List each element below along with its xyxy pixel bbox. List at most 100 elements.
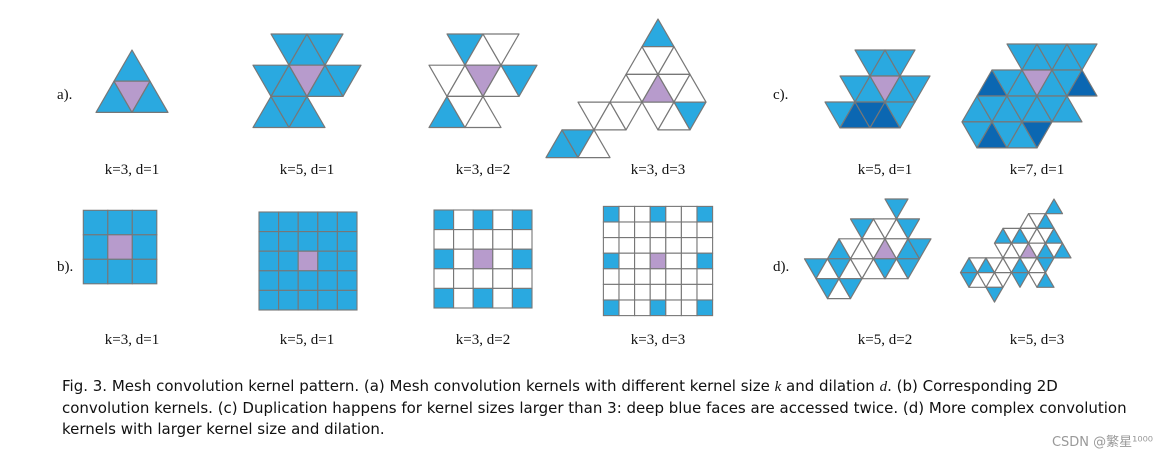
center-cell <box>297 250 319 272</box>
panel-label-b3: k=3, d=2 <box>455 332 511 348</box>
caption-part1: Fig. 3. Mesh convolution kernel pattern.… <box>62 377 775 395</box>
empty-cell <box>618 299 636 317</box>
kernel-face <box>113 49 151 82</box>
empty-cell <box>618 221 636 239</box>
kernel-cell <box>336 231 358 252</box>
kernel-cell <box>649 299 667 317</box>
empty-cell <box>602 268 620 285</box>
kernel-cell <box>433 209 455 231</box>
kernel-cell <box>258 231 280 252</box>
mesh-kernel-a3 <box>428 33 538 129</box>
kernel-cell <box>602 299 620 317</box>
kernel-cell <box>696 299 714 317</box>
panel-label-c1: k=5, d=1 <box>857 162 913 178</box>
empty-cell <box>680 283 698 301</box>
empty-cell <box>634 221 651 239</box>
kernel-cell <box>278 231 299 252</box>
panel-label-d1: k=5, d=2 <box>857 332 913 348</box>
empty-cell <box>665 221 682 239</box>
kernel-face <box>1010 272 1030 288</box>
empty-face <box>577 129 611 159</box>
kernel-face <box>131 80 169 114</box>
empty-cell <box>649 268 667 285</box>
kernel-cell <box>317 289 338 311</box>
kernel-cell <box>258 270 280 291</box>
empty-cell <box>602 237 620 254</box>
row-label-a: a). <box>57 87 73 103</box>
mesh-kernel-d2 <box>959 198 1072 303</box>
mesh-kernel-a4 <box>545 18 707 159</box>
empty-cell <box>453 287 474 309</box>
empty-cell <box>433 268 455 289</box>
empty-face <box>968 272 987 288</box>
mesh-kernel-c2 <box>961 43 1098 149</box>
empty-cell <box>696 268 714 285</box>
empty-cell <box>511 268 533 289</box>
empty-cell <box>634 205 651 223</box>
empty-cell <box>634 268 651 285</box>
kernel-face <box>884 49 916 77</box>
kernel-cell <box>472 209 494 231</box>
empty-face <box>482 33 520 66</box>
empty-cell <box>634 237 651 254</box>
kernel-cell <box>336 211 358 233</box>
empty-cell <box>453 268 474 289</box>
kernel-face <box>985 286 1004 303</box>
kernel-cell <box>107 209 133 236</box>
kernel-cell <box>278 289 299 311</box>
kernel-cell <box>297 270 319 291</box>
kernel-cell <box>696 205 714 223</box>
empty-cell <box>472 268 494 289</box>
empty-cell <box>618 252 636 270</box>
empty-cell <box>665 252 682 270</box>
kernel-face <box>838 278 863 300</box>
kernel-cell <box>297 289 319 311</box>
panel-label-a1: k=3, d=1 <box>104 162 160 178</box>
kernel-figure <box>82 18 1098 317</box>
center-cell <box>649 252 667 270</box>
kernel-cell <box>602 252 620 270</box>
empty-cell <box>696 283 714 301</box>
panel-label-a3: k=3, d=2 <box>455 162 511 178</box>
kernel-face <box>1044 198 1064 215</box>
figure-caption: Fig. 3. Mesh convolution kernel pattern.… <box>62 376 1137 440</box>
kernel-face <box>673 101 707 131</box>
kernel-cell <box>602 205 620 223</box>
empty-cell <box>433 229 455 250</box>
empty-cell <box>665 237 682 254</box>
empty-face <box>609 101 643 131</box>
deep-blue-face <box>1066 69 1098 97</box>
empty-cell <box>680 221 698 239</box>
kernel-cell <box>336 250 358 272</box>
kernel-face <box>1066 43 1098 71</box>
empty-cell <box>649 221 667 239</box>
panel-label-a2: k=5, d=1 <box>279 162 335 178</box>
kernel-cell <box>258 250 280 272</box>
empty-cell <box>634 299 651 317</box>
mesh-kernel-c1 <box>824 49 931 129</box>
row-label-b: b). <box>57 259 74 275</box>
empty-cell <box>618 205 636 223</box>
kernel-cell <box>317 231 338 252</box>
empty-cell <box>665 268 682 285</box>
empty-cell <box>453 229 474 250</box>
kernel-cell <box>107 258 133 285</box>
empty-cell <box>492 248 513 270</box>
kernel-cell <box>649 205 667 223</box>
empty-cell <box>634 252 651 270</box>
caption-part3: . (b) Corresponding 2D convolution kerne… <box>62 377 1127 438</box>
kernel-face <box>884 198 909 220</box>
kernel-cell <box>131 234 158 260</box>
kernel-cell <box>336 289 358 311</box>
mesh-kernel-a2 <box>252 33 362 129</box>
kernel-cell <box>511 287 533 309</box>
kernel-cell <box>258 289 280 311</box>
panel-label-c2: k=7, d=1 <box>1009 162 1065 178</box>
empty-cell <box>680 237 698 254</box>
kernel-cell <box>82 234 109 260</box>
kernel-cell <box>472 287 494 309</box>
empty-cell <box>492 287 513 309</box>
kernel-cell <box>317 270 338 291</box>
empty-cell <box>453 209 474 231</box>
